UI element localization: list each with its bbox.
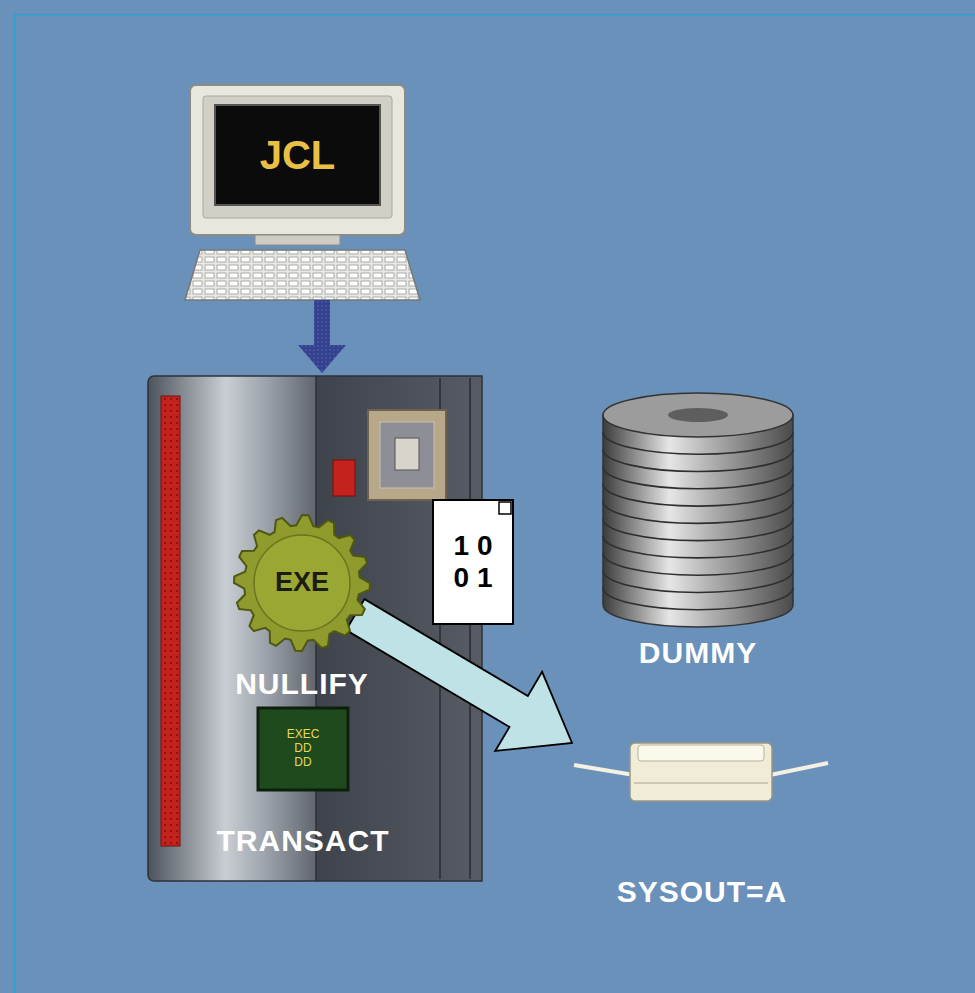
monitor — [190, 85, 405, 245]
node-caption: NULLIFY — [235, 667, 369, 701]
frame-border — [15, 15, 975, 993]
disk-node: DUMMY — [598, 390, 798, 630]
screen — [215, 105, 380, 205]
printer-shape — [572, 735, 832, 810]
disk-stack — [603, 393, 793, 627]
gear-outline — [234, 515, 370, 651]
node-caption: DUMMY — [639, 636, 757, 670]
screen-node: JCL — [215, 105, 380, 205]
submit-arrow — [298, 300, 346, 373]
node-text: EXE — [275, 567, 329, 598]
document-corner — [499, 502, 511, 514]
mainframe — [148, 376, 482, 881]
node-text: 1 0 0 1 — [448, 530, 498, 594]
keyboard — [185, 250, 420, 300]
card-node: EXEC DD DDTRANSACT — [258, 708, 348, 790]
disk-shape — [598, 390, 798, 630]
printer-node: SYSOUT=A — [572, 735, 832, 810]
gear-hub — [254, 535, 350, 631]
node-caption: TRANSACT — [217, 824, 390, 858]
printer — [574, 743, 828, 801]
doc-node: 1 0 0 1 — [433, 500, 513, 624]
document — [433, 500, 513, 624]
jcl-card — [258, 708, 348, 790]
node-caption: SYSOUT=A — [617, 875, 788, 909]
node-text: EXEC DD DD — [278, 728, 328, 769]
gear-node: EXENULLIFY — [232, 513, 372, 653]
node-text: JCL — [260, 132, 336, 178]
